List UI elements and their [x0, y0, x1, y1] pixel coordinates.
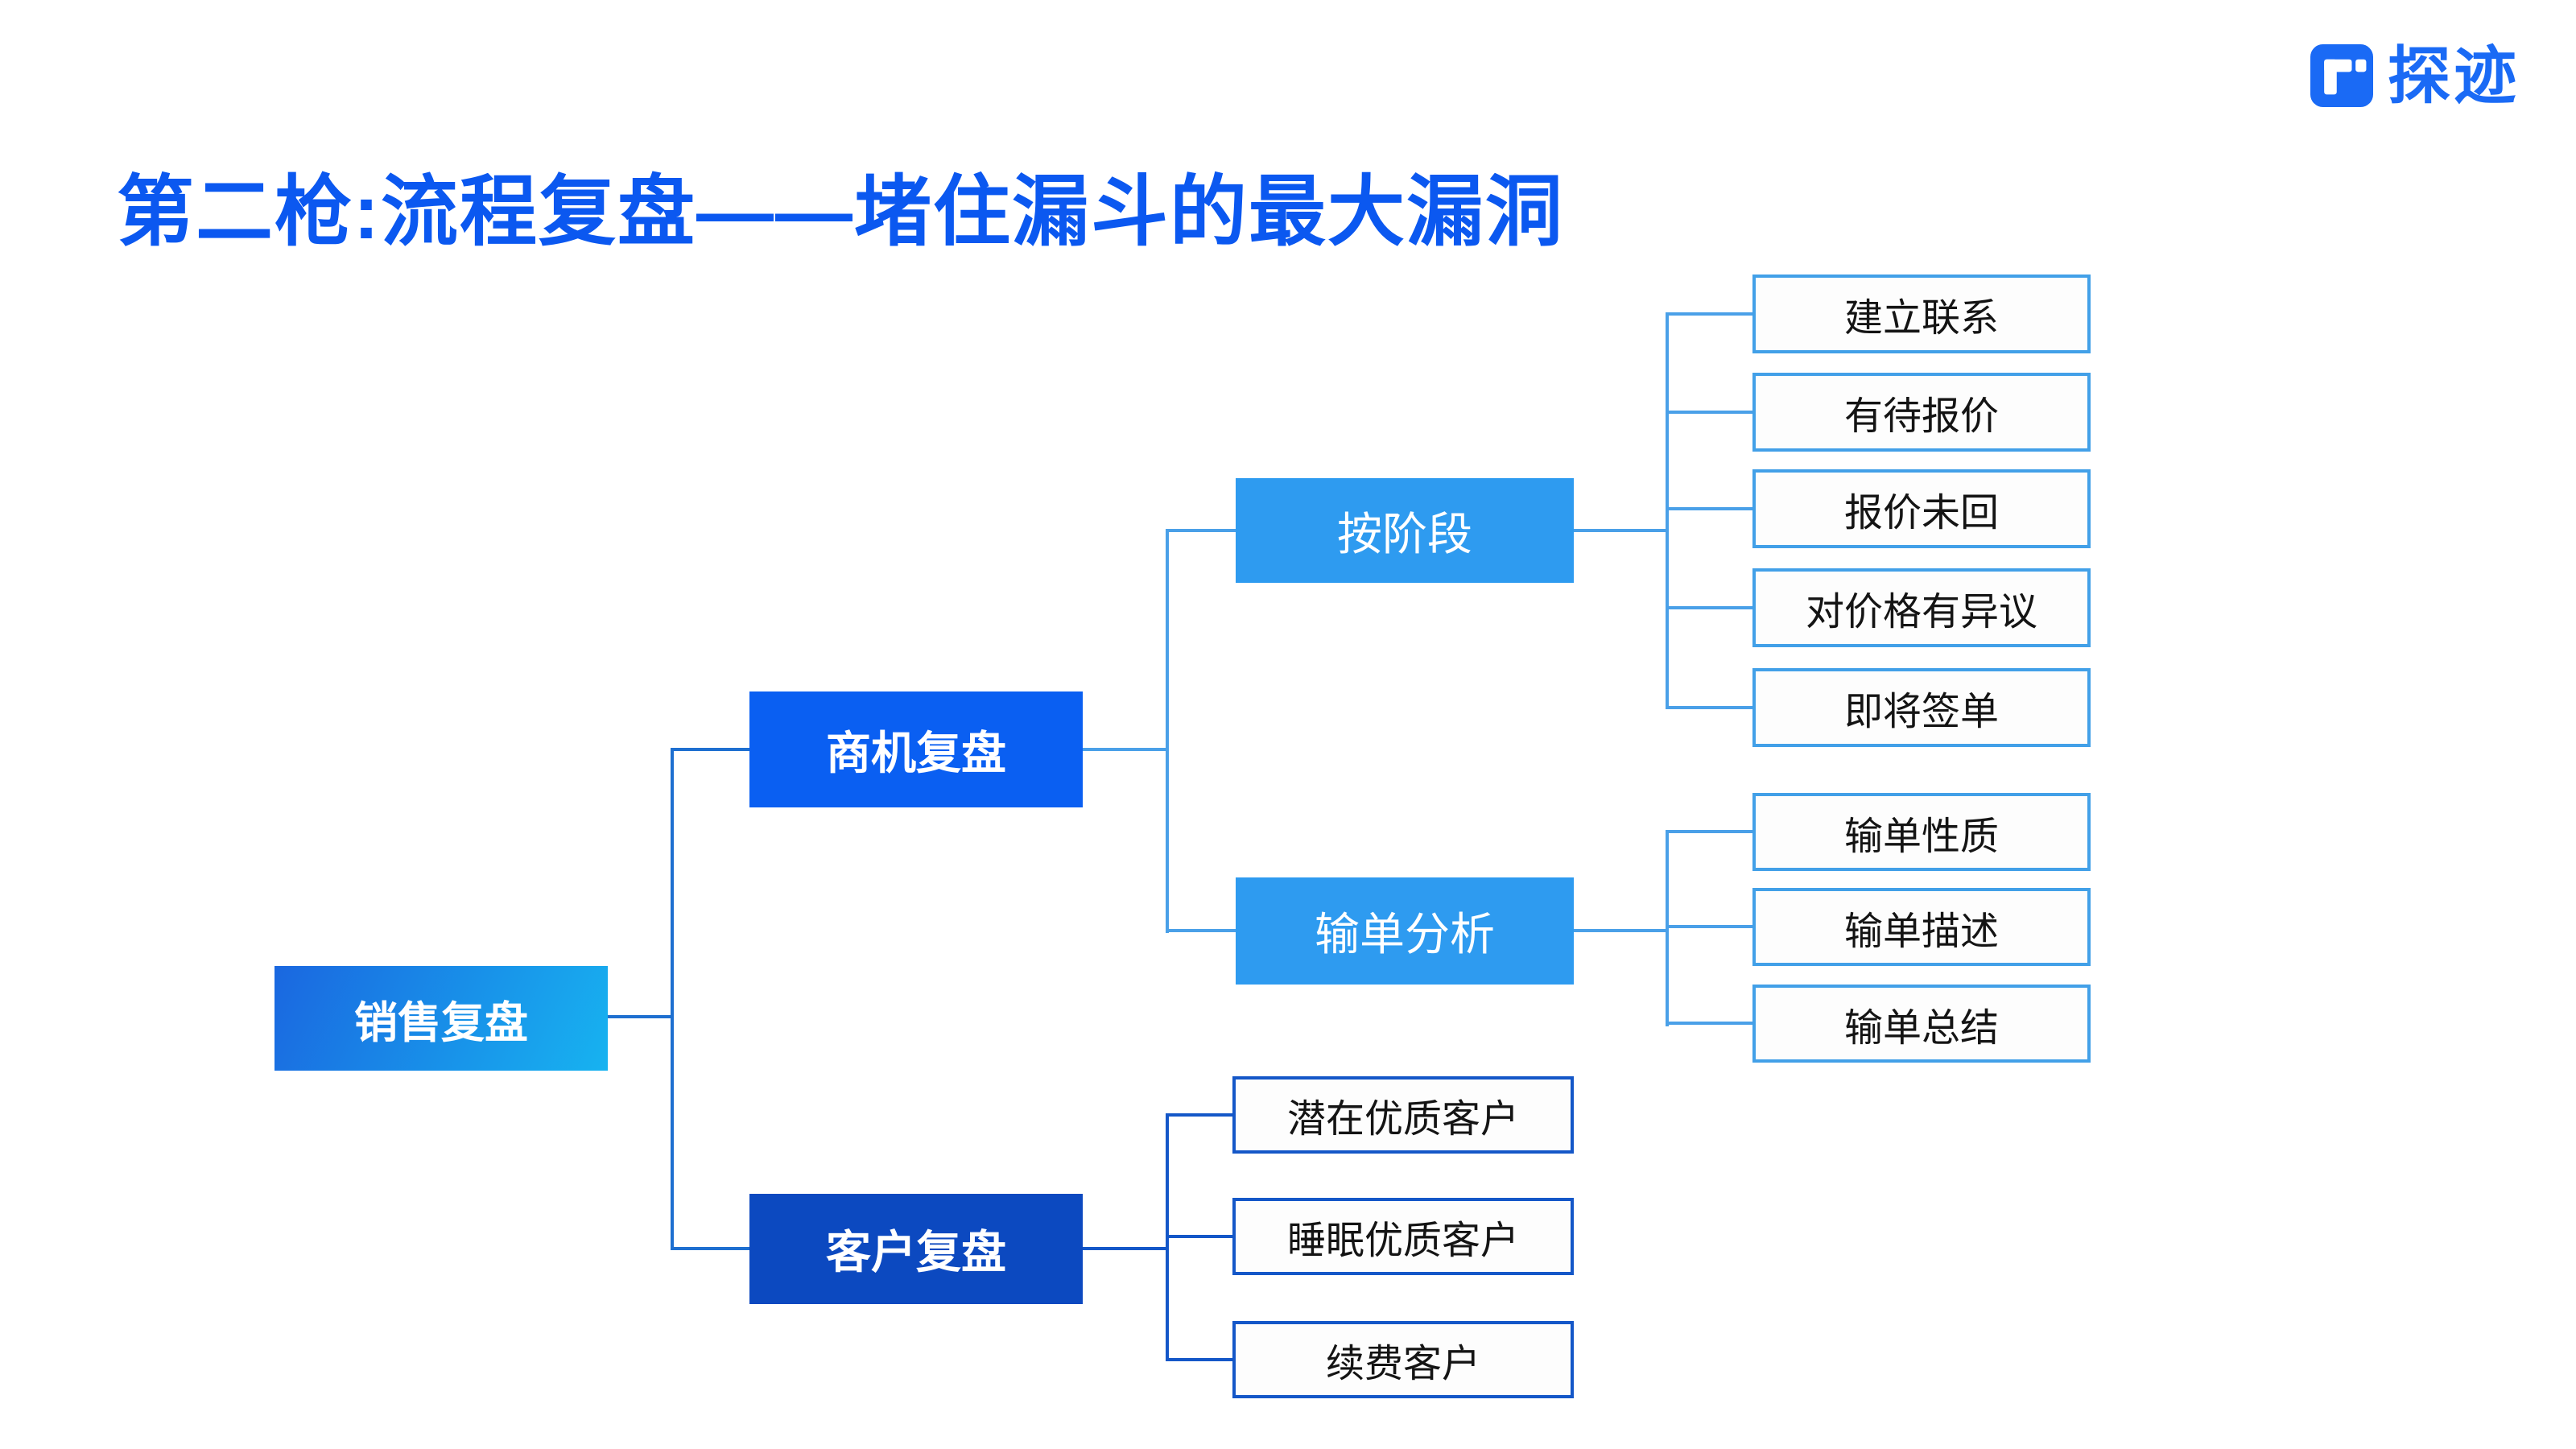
leaf-dormant-quality-customer: 睡眠优质客户	[1232, 1198, 1574, 1275]
connector-root-out	[608, 1015, 672, 1018]
connector-stub-establish	[1666, 312, 1752, 316]
leaf-lost-order-summary: 输单总结	[1752, 985, 2091, 1063]
connector-stub-lost-summary	[1666, 1022, 1752, 1025]
connector-to-lost-analysis	[1166, 929, 1236, 932]
leaf-lost-order-description: 输单描述	[1752, 888, 2091, 966]
leaf-price-objection: 对价格有异议	[1752, 568, 2091, 647]
connector-level2-spine	[1166, 529, 1169, 933]
connector-stub-about-to-sign	[1666, 706, 1752, 709]
node-by-stage: 按阶段	[1236, 478, 1574, 583]
connector-lost-analysis-out	[1574, 929, 1666, 932]
connector-by-stage-out	[1574, 529, 1666, 532]
connector-stub-renewal	[1166, 1358, 1232, 1361]
leaf-about-to-sign: 即将签单	[1752, 668, 2091, 747]
connector-stub-price-objection	[1666, 606, 1752, 609]
node-sales-review: 销售复盘	[275, 966, 608, 1071]
connector-stub-quote-no-reply	[1666, 507, 1752, 510]
leaf-establish-contact: 建立联系	[1752, 275, 2091, 353]
leaf-lost-order-nature: 输单性质	[1752, 793, 2091, 871]
leaf-quote-no-reply: 报价未回	[1752, 469, 2091, 548]
tanji-logo-icon	[2310, 44, 2373, 107]
brand-logo: 探迹	[2310, 44, 2520, 107]
connector-stub-pending-quote	[1666, 411, 1752, 414]
leaf-potential-quality-customer: 潜在优质客户	[1232, 1076, 1574, 1154]
connector-customer-out	[1083, 1247, 1169, 1250]
node-lost-order-analysis: 输单分析	[1236, 877, 1574, 985]
connector-opportunity-out	[1083, 748, 1169, 751]
connector-level1-spine	[671, 748, 674, 1250]
logo-text: 探迹	[2387, 40, 2520, 111]
connector-to-by-stage	[1166, 529, 1236, 532]
connector-stub-lost-desc	[1666, 925, 1752, 928]
node-opportunity-review: 商机复盘	[749, 691, 1083, 807]
connector-stub-dormant	[1166, 1235, 1232, 1238]
connector-stage-spine	[1666, 312, 1669, 709]
leaf-pending-quote: 有待报价	[1752, 373, 2091, 452]
node-customer-review: 客户复盘	[749, 1194, 1083, 1304]
connector-to-opportunity	[671, 748, 749, 751]
connector-stub-potential	[1166, 1113, 1232, 1117]
page-title: 第二枪:流程复盘——堵住漏斗的最大漏洞	[117, 169, 1564, 255]
connector-stub-lost-nature	[1666, 830, 1752, 833]
leaf-renewal-customer: 续费客户	[1232, 1321, 1574, 1398]
connector-to-customer	[671, 1247, 749, 1250]
connector-lost-spine	[1666, 830, 1669, 1026]
